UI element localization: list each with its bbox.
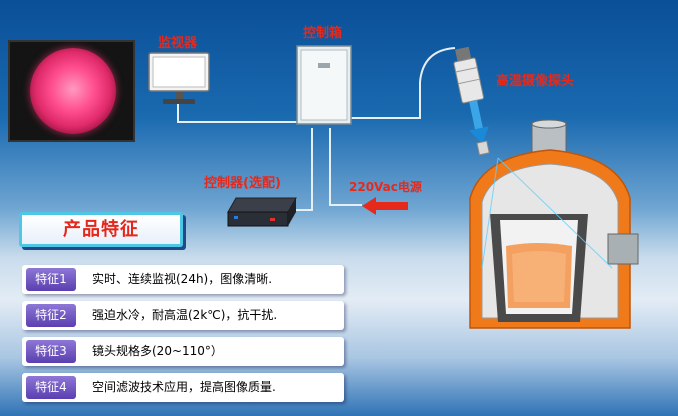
- feature-text: 强迫水冷，耐高温(2k℃)，抗干扰.: [92, 308, 278, 322]
- control-box-icon: [296, 45, 352, 125]
- power-label: 220Vac电源: [349, 180, 422, 194]
- furnace-icon: [469, 119, 639, 329]
- feature-tag: 特征2: [26, 304, 76, 327]
- camera-probe-icon: [453, 46, 490, 156]
- monitor-label: 监视器: [158, 36, 198, 51]
- feature-text: 实时、连续监视(24h)，图像清晰.: [92, 272, 273, 286]
- monitor-icon: [148, 52, 210, 104]
- features-title: 产品特征: [19, 212, 183, 247]
- feature-tag: 特征4: [26, 376, 76, 399]
- power-cable: [329, 128, 362, 206]
- control-box-label: 控制箱: [303, 26, 343, 41]
- controller-label: 控制器(选配): [204, 176, 281, 191]
- controller-icon: [227, 197, 297, 227]
- flame-glow: [30, 48, 116, 134]
- probe-cable: [350, 47, 456, 119]
- feature-tag: 特征1: [26, 268, 76, 291]
- feature-text: 镜头规格多(20~110°）: [92, 344, 223, 358]
- monitor-image: [8, 40, 135, 142]
- arrow-left-icon: [362, 197, 408, 215]
- feature-item-2: 特征2 强迫水冷，耐高温(2k℃)，抗干扰.: [22, 301, 344, 330]
- feature-item-3: 特征3 镜头规格多(20~110°）: [22, 337, 344, 366]
- feature-text: 空间滤波技术应用，提高图像质量.: [92, 380, 276, 394]
- feature-item-1: 特征1 实时、连续监视(24h)，图像清晰.: [22, 265, 344, 294]
- controller-cable: [296, 128, 313, 211]
- feature-tag: 特征3: [26, 340, 76, 363]
- feature-item-4: 特征4 空间滤波技术应用，提高图像质量.: [22, 373, 344, 402]
- probe-label: 高温摄像探头: [496, 74, 575, 89]
